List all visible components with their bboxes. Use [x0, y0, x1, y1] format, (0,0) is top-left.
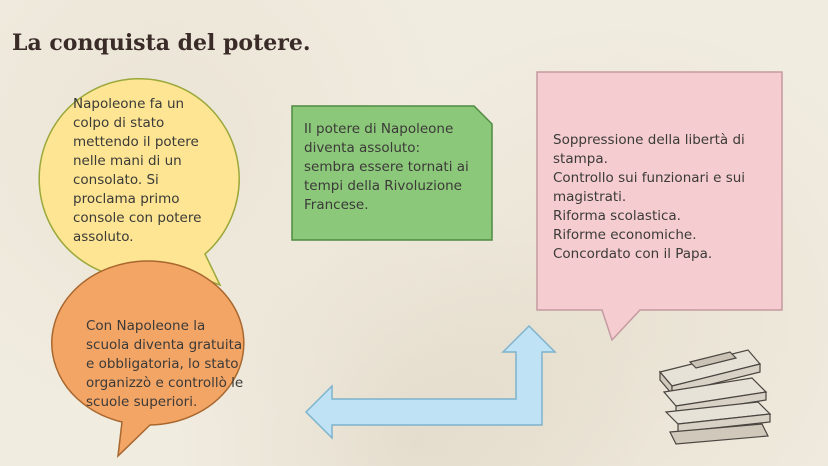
slide-title: La conquista del potere.	[12, 30, 311, 56]
orange-bubble-text: Con Napoleone la scuola diventa gratuita…	[86, 318, 244, 410]
books-stack-icon	[658, 349, 772, 445]
green-callout	[291, 105, 493, 241]
pink-callout	[536, 71, 783, 342]
orange-speech-bubble	[51, 260, 245, 459]
pink-callout-text: Soppressione della libertà di stampa. Co…	[553, 132, 746, 262]
green-callout-text: Il potere di Napoleone diventa assoluto:…	[304, 121, 469, 213]
yellow-speech-bubble	[38, 77, 240, 287]
yellow-bubble-text: Napoleone fa un colpo di stato mettendo …	[73, 96, 202, 245]
elbow-arrow	[304, 324, 557, 440]
